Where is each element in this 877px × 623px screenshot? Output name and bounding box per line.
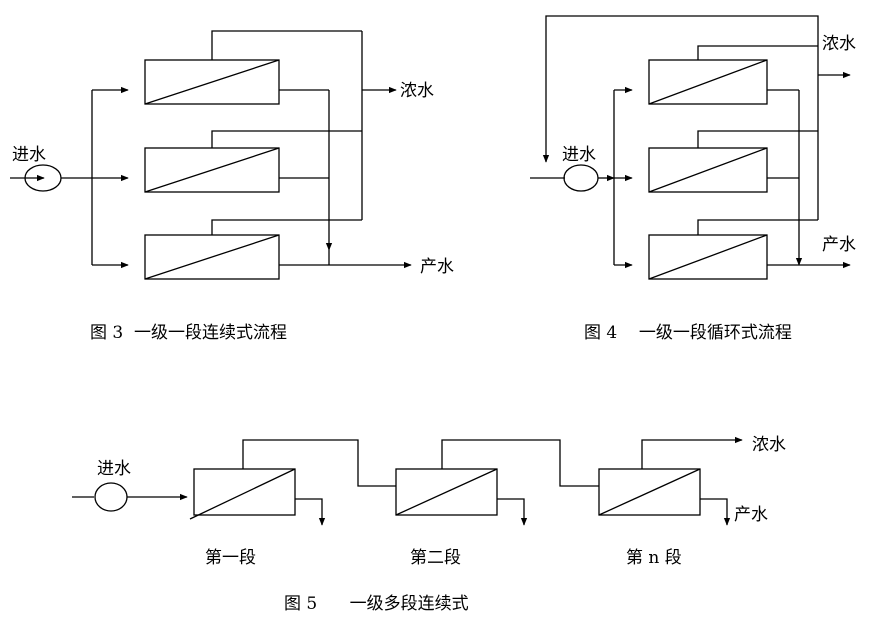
figure-3-continuous-single-stage: 进水 浓水 产水 图 3 一级一段连续式流程 [10, 30, 454, 343]
fig5-stage-2-module [395, 468, 498, 516]
fig4-recycle-line [542, 15, 819, 163]
fig3-permeate-label: 产水 [420, 257, 454, 277]
fig3-membrane-module-1 [144, 59, 280, 105]
fig5-stage-1-module [189, 468, 296, 520]
fig5-concentrate-label: 浓水 [752, 435, 786, 455]
fig4-pump-icon [563, 164, 599, 192]
fig5-stage-label-1: 第一段 [205, 548, 256, 568]
fig5-stage-n-permeate-arrow [700, 498, 731, 526]
fig5-stage-1-permeate-arrow [295, 498, 326, 526]
fig4-concentrate-label: 浓水 [822, 34, 856, 54]
fig4-inlet-label: 进水 [562, 145, 596, 165]
fig5-stage-label-2: 第二段 [410, 548, 461, 568]
fig5-stage-label-n: 第 n 段 [626, 548, 682, 568]
fig4-membrane-module-1 [648, 59, 768, 105]
fig3-caption: 图 3 一级一段连续式流程 [90, 323, 287, 343]
fig5-pump-icon [94, 482, 128, 512]
fig3-concentrate-label: 浓水 [400, 81, 434, 101]
fig5-permeate-label: 产水 [734, 505, 768, 525]
fig3-membrane-module-2 [144, 147, 280, 193]
fig4-permeate-label: 产水 [822, 235, 856, 255]
fig3-concentrate-line-3 [211, 219, 362, 235]
fig3-inlet-label: 进水 [12, 145, 46, 165]
fig5-stage-n-module [598, 468, 701, 516]
fig5-concentrate-outlet-arrow [641, 436, 743, 469]
figure-5-continuous-multi-stage: 进水 浓水 产水 第一段 第二段 第 n 段 图 5 一级多段连续式 [72, 435, 786, 614]
fig5-concentrate-line-1 [242, 439, 396, 487]
fig5-stage-2-permeate-arrow [497, 498, 528, 526]
fig4-caption: 图 4 一级一段循环式流程 [584, 323, 792, 343]
fig4-membrane-module-2 [648, 147, 768, 193]
fig5-concentrate-line-2 [441, 439, 599, 487]
fig3-concentrate-line-2 [211, 130, 362, 148]
fig4-concentrate-line-2 [697, 130, 818, 148]
fig5-caption: 图 5 一级多段连续式 [284, 594, 469, 614]
fig4-concentrate-line-1 [697, 45, 818, 60]
figure-4-recirculation-single-stage: 进水 浓水 产水 图 4 一级一段循环式流程 [530, 15, 856, 343]
fig3-membrane-module-3 [144, 234, 280, 280]
fig4-membrane-module-3 [648, 234, 768, 280]
fig5-inlet-label: 进水 [97, 459, 131, 479]
fig3-concentrate-line-1 [211, 30, 362, 60]
fig4-concentrate-line-3 [697, 219, 818, 235]
